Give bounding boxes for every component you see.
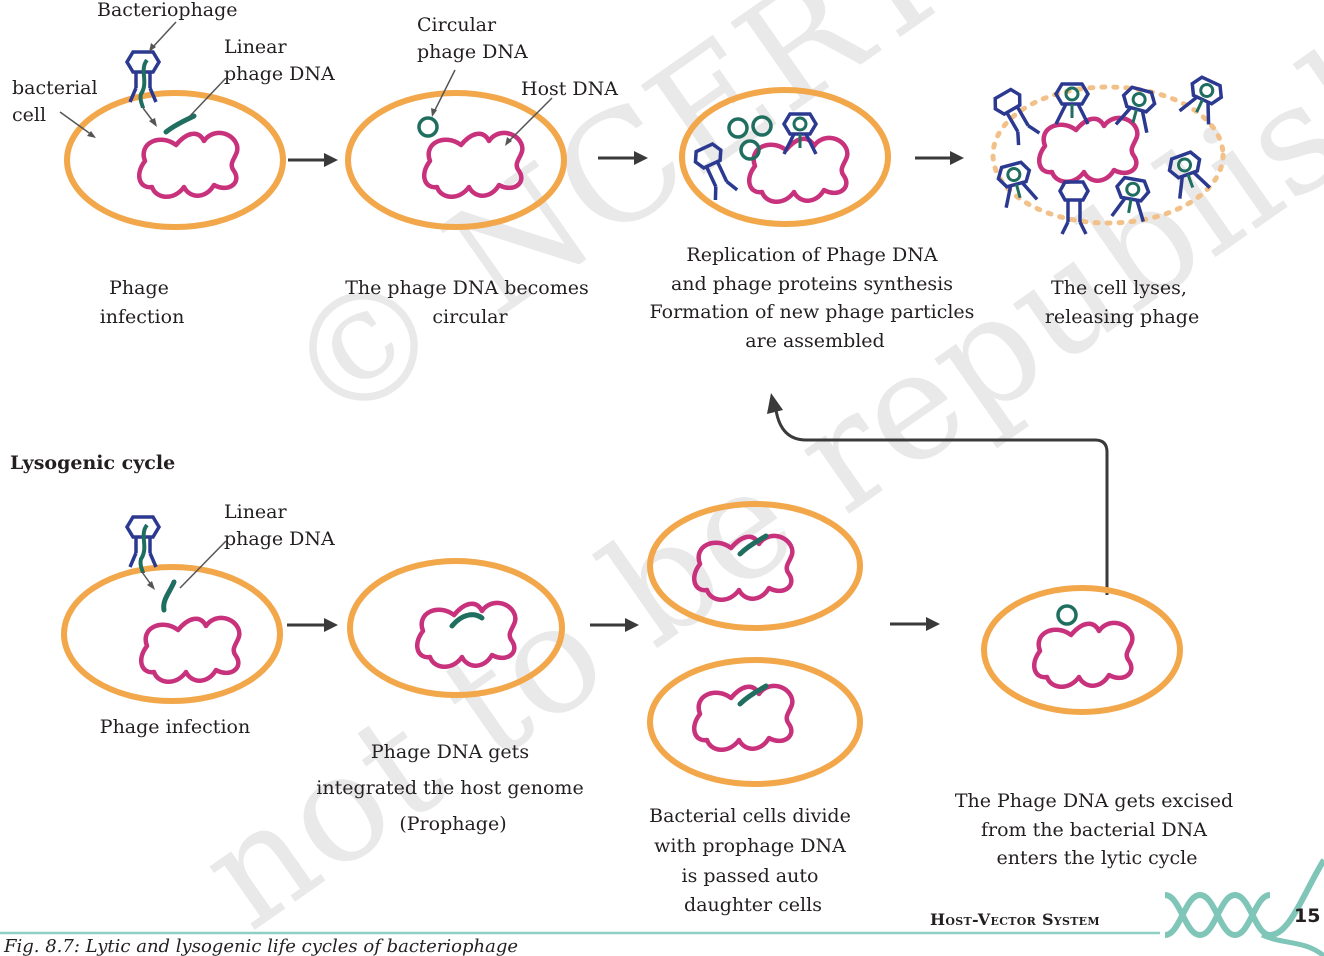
lysogenic-stage-excision (981, 585, 1183, 715)
caption-lysogenic-division: Bacterial cells divide with prophage DNA… (649, 805, 857, 916)
circular-phage-dna (751, 115, 773, 137)
circular-phage-dna (739, 139, 761, 161)
circular-phage-dna (1056, 604, 1078, 626)
caption-lytic-phage-infection: Phage infection (100, 277, 185, 328)
callout-line (59, 111, 93, 136)
bacterial-cell (64, 90, 286, 230)
bacterial-cell (679, 87, 891, 227)
daughter-cell (647, 501, 863, 631)
page-footer: Host-Vector System 15 Fig. 8.7: Lytic an… (0, 858, 1324, 956)
host-dna (141, 618, 239, 682)
label-bacterial-cell-1: bacterial (12, 77, 98, 99)
caption-lysogenic-excision: The Phage DNA gets excised from the bact… (955, 790, 1239, 869)
label-bacterial-cell-2: cell (12, 104, 46, 126)
label-circular-phage-dna-1: Circular (417, 14, 497, 36)
lysogenic-stage-infection (61, 515, 283, 704)
circular-phage-dna (417, 116, 439, 138)
lytic-stage-circular (345, 69, 567, 230)
lysogenic-cycle-title: Lysogenic cycle (10, 452, 175, 474)
arrow-enter-lytic-cycle (767, 393, 1109, 595)
callout-line (151, 21, 177, 49)
dna-helix-logo (1164, 858, 1324, 956)
callout-line (433, 69, 456, 113)
callout-line (507, 97, 553, 143)
label-host-dna: Host DNA (521, 78, 618, 100)
lysogenic-cycle: Lysogenic cycle Linear phage DNA (10, 452, 1239, 916)
arrow-right (287, 618, 338, 632)
lytic-stage-infection (59, 21, 286, 230)
callout-arrowhead (505, 137, 512, 146)
label-lysogenic-linear-phage-dna-2: phage DNA (224, 528, 335, 550)
host-dna (1034, 623, 1132, 687)
callout-line (179, 540, 227, 589)
figure-caption: Fig. 8.7: Lytic and lysogenic life cycle… (3, 936, 518, 956)
callout-line (189, 77, 227, 117)
caption-lysogenic-infection: Phage infection (100, 716, 250, 738)
prophage-dna (449, 612, 485, 629)
lytic-stage-lysis (989, 72, 1228, 236)
callout-arrowhead (431, 108, 437, 117)
callout-arrowhead (147, 581, 155, 590)
lytic-cycle: Bacteriophage Linear phage DNA bacterial… (12, 0, 1228, 352)
lysogenic-stage-division (647, 501, 863, 787)
lysogenic-stage-prophage (347, 558, 565, 698)
bacterial-cell (61, 564, 283, 704)
lysed-cell-outline (990, 84, 1226, 226)
prophage-dna (737, 683, 769, 707)
daughter-cell (647, 657, 863, 787)
label-circular-phage-dna-2: phage DNA (417, 41, 528, 63)
lytic-stage-replication (679, 87, 891, 227)
bacteriophage-icon (124, 515, 162, 574)
host-dna (1039, 118, 1137, 182)
callout-arrowhead (149, 118, 157, 127)
arrow-right (590, 618, 639, 632)
arrow-right (598, 151, 648, 165)
chapter-running-head: Host-Vector System (930, 910, 1100, 929)
arrow-right (288, 153, 338, 167)
bacteriophage-icon (124, 50, 162, 109)
linear-phage-dna (161, 579, 177, 613)
arrow-right (915, 151, 964, 165)
label-linear-phage-dna-1: Linear (224, 36, 288, 58)
label-lysogenic-linear-phage-dna-1: Linear (224, 501, 288, 523)
label-bacteriophage: Bacteriophage (97, 0, 238, 21)
linear-phage-dna (163, 113, 197, 135)
callout-arrowhead (87, 131, 96, 138)
callout-arrowhead (149, 43, 156, 52)
prophage-dna (737, 533, 769, 557)
host-dna (139, 133, 237, 197)
label-linear-phage-dna-2: phage DNA (224, 63, 335, 85)
phage-particle-icon (994, 158, 1039, 210)
caption-lysogenic-prophage: Phage DNA gets integrated the host genom… (316, 741, 590, 835)
bacterial-cell (347, 558, 565, 698)
caption-lytic-dna-circular: The phage DNA becomes circular (345, 277, 595, 328)
caption-lytic-replication: Replication of Phage DNA and phage prote… (650, 244, 981, 352)
bacterial-cell (981, 585, 1183, 715)
caption-lytic-lysis: The cell lyses, releasing phage (1045, 277, 1199, 328)
circular-phage-dna (727, 117, 749, 139)
arrow-right (890, 617, 940, 631)
bacterial-cell (345, 90, 567, 230)
host-dna (694, 686, 792, 750)
page-number: 15 (1294, 905, 1320, 927)
